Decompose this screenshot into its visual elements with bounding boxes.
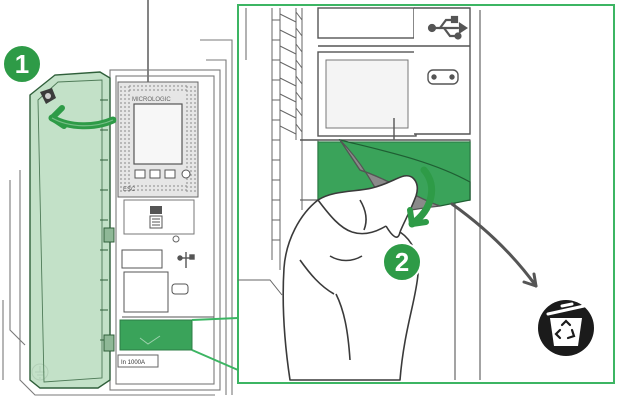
- rating-label: In 1000A: [121, 360, 145, 366]
- protective-film-left: [120, 320, 192, 350]
- zoom-callout: 2: [238, 5, 614, 383]
- step-2-badge: 2: [383, 243, 421, 281]
- callout-connector: [192, 318, 238, 370]
- step-1-number: 1: [15, 49, 29, 79]
- usb-icon: [178, 252, 194, 268]
- breaker-front-view: MICROLOGIC ESC: [3, 0, 232, 395]
- transparent-cover: [30, 72, 114, 388]
- front-marking-label: ESC: [123, 187, 136, 193]
- step-1-badge: 1: [3, 45, 41, 83]
- step-2-number: 2: [395, 247, 409, 277]
- info-label-block: [124, 200, 194, 242]
- port-panel: [122, 250, 214, 317]
- brand-mark-label: MICROLOGIC: [132, 97, 171, 103]
- display-screen: [134, 104, 182, 164]
- recycle-bin-icon: [538, 300, 594, 356]
